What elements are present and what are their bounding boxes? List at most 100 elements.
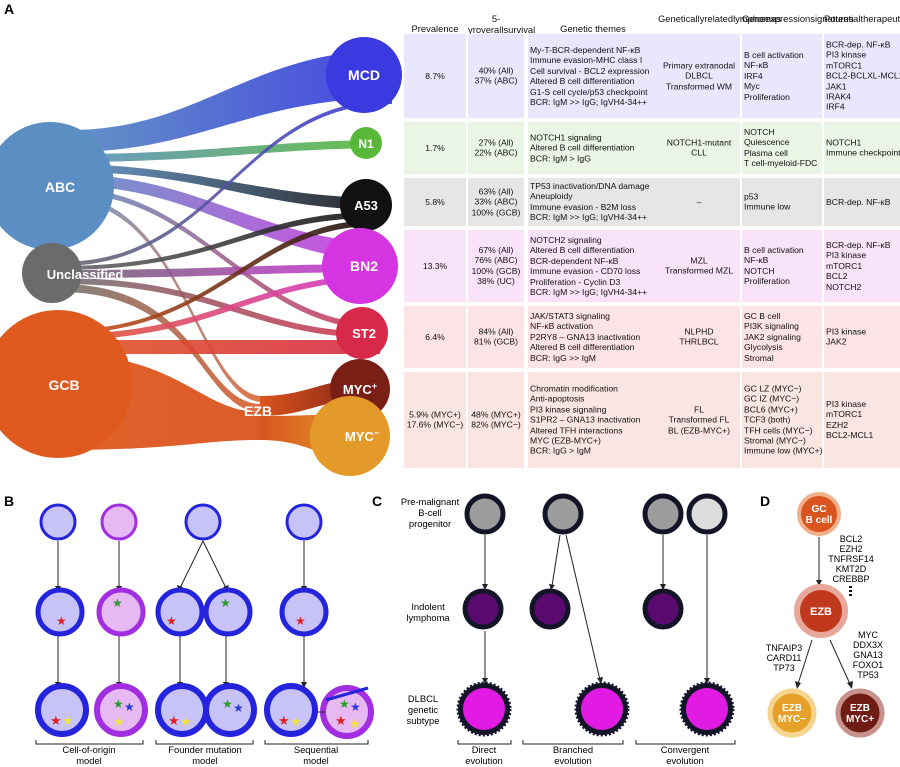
progenitor-cell [642, 493, 684, 535]
flow-gcb-st2 [60, 340, 380, 354]
table-row: 8.7%40% (All)37% (ABC)My-T-BCR-dependent… [404, 34, 900, 118]
panel-b-brackets [35, 740, 369, 745]
gene-label: CARD11 [767, 653, 802, 663]
column-header: Geneticallyrelatedlymphomas [658, 13, 781, 24]
table-cell-prevalence: 1.7% [404, 122, 466, 174]
table-cell-survival: 48% (MYC+)82% (MYC−) [468, 372, 524, 468]
cell-b1-bot [35, 683, 89, 737]
ezb-mycplus-label: EZB [850, 703, 870, 714]
flow-gcb-bn2 [60, 274, 390, 340]
ezb-mycplus-label: MYC+ [846, 714, 874, 725]
gc-label: B cell [806, 515, 833, 526]
node-mcd [326, 37, 402, 113]
panel-label-c: C [372, 493, 382, 509]
evolution-label: evolution [666, 755, 704, 766]
model-label: Sequential [294, 744, 338, 755]
column-header: Prevalence [411, 23, 459, 34]
indolent-cell [529, 588, 571, 630]
node-gcb [0, 310, 132, 458]
column-header: Geneexpressionsignatures [742, 13, 854, 24]
star-icon: ★ [339, 697, 350, 711]
gene-label: TNFRSF14 [828, 554, 874, 564]
star-icon: ★ [168, 713, 180, 728]
evolution-label: evolution [554, 755, 592, 766]
column-header: Genetic themes [560, 23, 626, 34]
star-icon: ★ [350, 700, 361, 714]
cell-b2-top [100, 503, 138, 541]
star-icon: ★ [180, 714, 192, 729]
node-n1 [350, 127, 382, 159]
node-label-bn2: BN2 [350, 258, 378, 274]
table-cell-prevalence: 5.9% (MYC+)17.6% (MYC−) [404, 372, 466, 468]
ellipsis-icon [849, 586, 852, 596]
star-icon: ★ [62, 713, 74, 728]
gene-label: CREBBP [832, 574, 869, 584]
gene-label: BCL2 [840, 534, 863, 544]
node-label-n1: N1 [358, 137, 374, 151]
node-unclassified [22, 243, 82, 303]
cell-b4-mid [203, 587, 253, 637]
cell-b5-mid [279, 587, 329, 637]
table-row: 13.3%67% (All)76% (ABC)100% (GCB)38% (UC… [404, 230, 900, 302]
gc-label: GC [812, 504, 827, 515]
stage-label: genetic [408, 704, 439, 715]
ezb-mycminus-label: EZB [782, 703, 802, 714]
table-cell-prevalence: 13.3% [404, 230, 466, 302]
cell-b2-mid [96, 587, 146, 637]
ezb-label: EZB [810, 606, 832, 618]
star-icon: ★ [50, 713, 62, 728]
flow-abc-n1 [70, 140, 372, 162]
panel-c-arrows [484, 534, 708, 681]
gene-label: KMT2D [836, 564, 867, 574]
flow-abc-mcd [70, 50, 392, 152]
star-icon: ★ [295, 614, 306, 628]
sankey-source-nodes: ABC Unclassified GCB [0, 122, 132, 458]
stage-label: DLBCL [408, 693, 438, 704]
panel-b-arrows [57, 540, 305, 684]
star-icon: ★ [56, 614, 67, 628]
star-icon: ★ [112, 596, 123, 610]
table-row: 5.9% (MYC+)17.6% (MYC−)48% (MYC+)82% (MY… [404, 372, 900, 468]
panel-c-brackets [457, 740, 736, 745]
cell-b1-mid [35, 587, 85, 637]
table-cell-lymphomas: – [658, 178, 740, 226]
panel-label-a: A [4, 1, 14, 17]
cell-b4-bot [203, 683, 257, 737]
gene-label: GNA13 [853, 650, 883, 660]
node-label-gcb: GCB [48, 377, 79, 393]
model-label: Cell-of-origin [62, 744, 115, 755]
table-cell-survival: 84% (All)81% (GCB) [468, 306, 524, 368]
table-cell-survival: 40% (All)37% (ABC) [468, 34, 524, 118]
progenitor-cell [542, 493, 584, 535]
table-cell-survival: 27% (All)22% (ABC) [468, 122, 524, 174]
stage-label: Indolent [411, 601, 445, 612]
sankey-target-nodes: MCD N1 A53 BN2 ST2 MYC+ MYC− EZB [244, 37, 402, 476]
ezb-mycminus-label: MYC− [778, 714, 806, 725]
cell-b3-top [184, 503, 222, 541]
table-cell-targets: BCR-dep. NF-κB [824, 178, 900, 226]
node-st2 [336, 307, 388, 359]
stage-label: subtype [407, 715, 440, 726]
gene-label: TP53 [857, 670, 879, 680]
progenitor-cell [464, 493, 506, 535]
evolution-label: Convergent [661, 744, 710, 755]
node-a53 [340, 179, 392, 231]
node-label-mycplus: MYC+ [343, 381, 377, 397]
column-header: Potentialtherapeutictargets [824, 13, 900, 24]
evolution-label: Branched [553, 744, 593, 755]
table-cell-prevalence: 5.8% [404, 178, 466, 226]
